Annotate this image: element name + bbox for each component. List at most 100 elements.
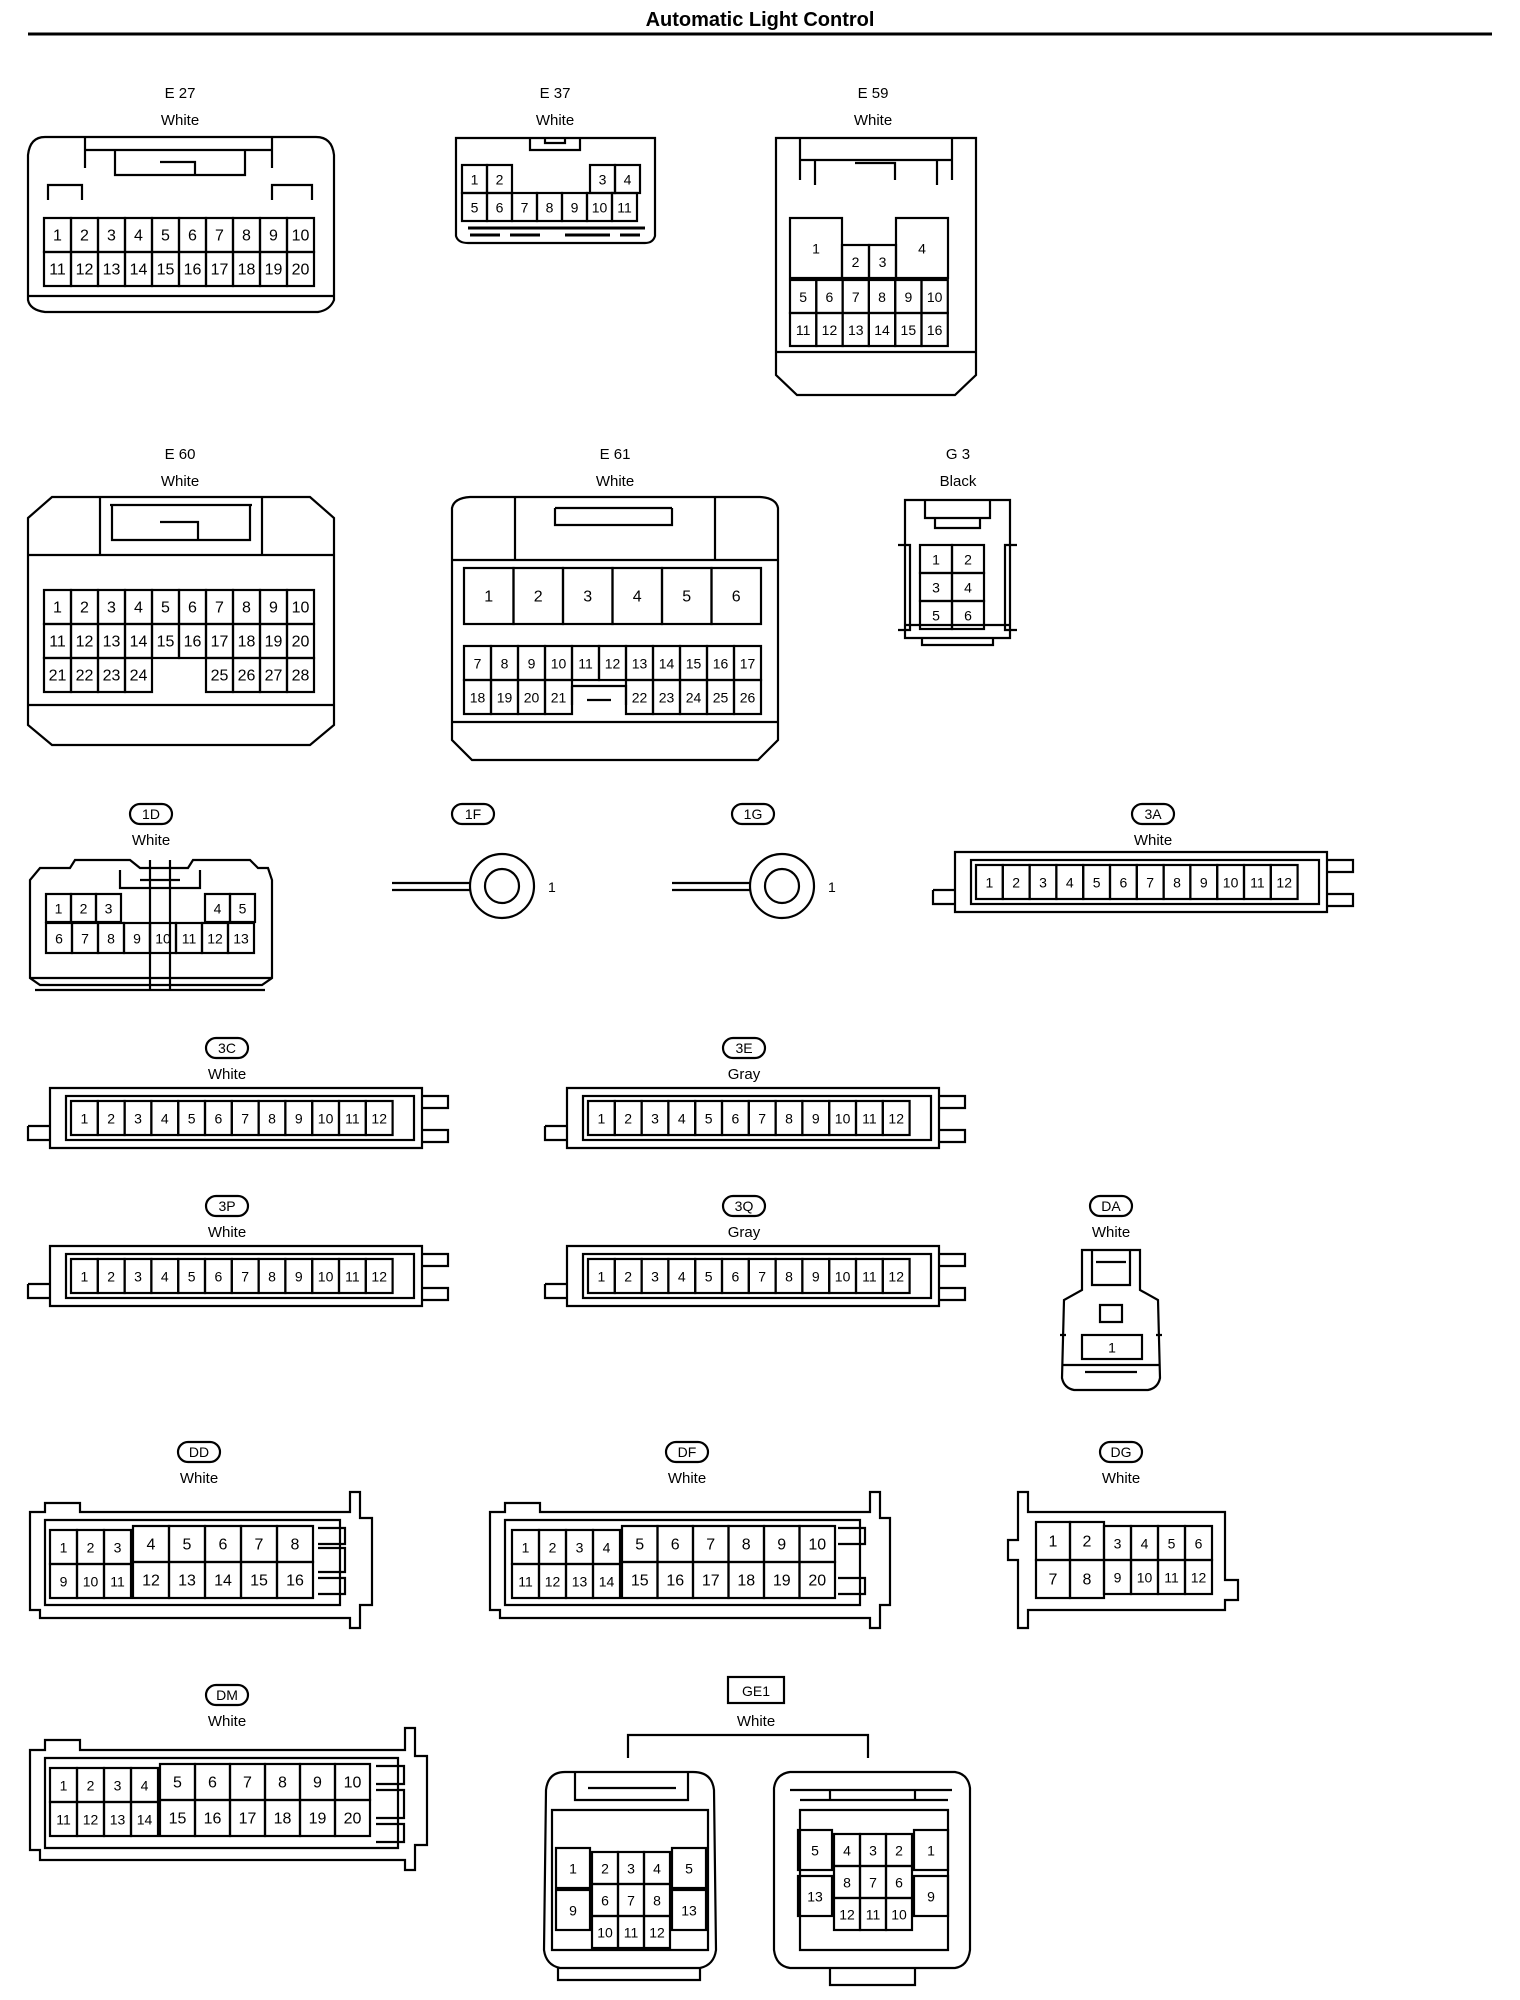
e59-pin-16: 16	[927, 322, 943, 338]
connector-g3-name: G 3	[946, 446, 970, 463]
connector-e60-latch	[28, 497, 334, 707]
connector-dd-housing	[28, 1490, 374, 1630]
connector-df-color: White	[668, 1470, 706, 1487]
3q-pin-9: 9	[812, 1269, 820, 1285]
e61-pin-26: 26	[740, 690, 756, 706]
ge1l-pin-12: 12	[649, 1925, 665, 1941]
ge1r-pin-10: 10	[891, 1907, 907, 1923]
3q-pin-8: 8	[785, 1269, 793, 1285]
connector-3a-housing	[931, 850, 1355, 914]
1d-pin-1: 1	[55, 901, 63, 917]
df-pin-20-cell	[798, 1560, 837, 1600]
3p-pin-6: 6	[215, 1269, 223, 1285]
3e-pin-frame	[581, 1094, 933, 1142]
dm-pin-6: 6	[208, 1775, 217, 1792]
3q-pin-5: 5	[705, 1269, 713, 1285]
e61-pin-21: 21	[551, 690, 567, 706]
dd-pin-4: 4	[147, 1537, 156, 1554]
e61-pin-26-cell	[732, 678, 763, 716]
3a-pin-frame	[969, 858, 1321, 906]
1d-pin-11: 11	[182, 931, 197, 947]
dg-pin-5: 5	[1168, 1536, 1176, 1552]
connector-dm-housing	[28, 1726, 429, 1872]
e27-pin-5: 5	[161, 228, 170, 245]
connector-1f-ring-hole	[483, 867, 521, 905]
e59-pin-9: 9	[904, 289, 912, 305]
dd-pin-15: 15	[250, 1573, 268, 1590]
connector-e60-housing	[26, 495, 336, 747]
3c-pin-3: 3	[134, 1111, 142, 1127]
3e-pin-4: 4	[678, 1111, 686, 1127]
connector-3q-name-pill	[721, 1194, 767, 1218]
e61-pin-2: 2	[534, 589, 543, 606]
ge1l-pin-12-cell	[642, 1914, 672, 1950]
e37-pin-6: 6	[496, 200, 504, 216]
3p-right-tabs	[422, 1252, 450, 1302]
dm-pin-20-cell	[333, 1798, 372, 1838]
3c-pin-12: 12	[371, 1111, 387, 1127]
3q-pin-1: 1	[598, 1269, 606, 1285]
connector-ge1-bracket	[626, 1733, 870, 1758]
3p-pin-10: 10	[318, 1269, 334, 1285]
dd-pin-6: 6	[219, 1537, 228, 1554]
1d-pin-4: 4	[214, 901, 222, 917]
dm-pin-20: 20	[344, 1811, 362, 1828]
ge1r-pin-1-cell	[912, 1828, 950, 1872]
e60-pin-14: 14	[130, 634, 148, 651]
connector-3p-color: White	[208, 1224, 246, 1241]
e61-pin-3: 3	[583, 589, 592, 606]
e59-pin-2: 2	[852, 254, 860, 270]
e61-key-slot	[570, 684, 628, 705]
dg-pin-6: 6	[1195, 1536, 1203, 1552]
dg-pin-8: 8	[1083, 1572, 1092, 1589]
e37-pin-2: 2	[496, 172, 504, 188]
3a-pin-2: 2	[1012, 875, 1020, 891]
df-pin-3: 3	[576, 1540, 584, 1556]
e27-pin-15: 15	[157, 262, 175, 279]
g3-pin-1: 1	[932, 552, 940, 568]
e37-pin-11-cell	[610, 191, 639, 223]
connector-1g-name-pill	[730, 802, 776, 826]
df-pin-10: 10	[808, 1537, 826, 1554]
connector-1g: 1G 1	[672, 802, 836, 920]
ge1r-pin-5: 5	[811, 1843, 819, 1859]
ge1l-pin-11: 11	[624, 1925, 639, 1941]
e61-pin-11: 11	[578, 656, 593, 672]
connector-e37-color: White	[536, 112, 574, 129]
3p-left-tab	[26, 1282, 50, 1300]
dm-pin-2: 2	[87, 1778, 95, 1794]
dd-pin-3: 3	[114, 1540, 122, 1556]
e27-pin-10: 10	[292, 228, 310, 245]
connector-dg-name: DG	[1111, 1444, 1132, 1460]
df-pin-7: 7	[706, 1537, 715, 1554]
e37-pin-9: 9	[571, 200, 579, 216]
connector-e27-color: White	[161, 112, 199, 129]
connector-da-pins: 1	[1080, 1333, 1144, 1361]
df-pin-5: 5	[635, 1537, 644, 1554]
dd-pin-9: 9	[60, 1574, 68, 1590]
df-pin-11: 11	[518, 1574, 533, 1590]
3a-pin-12: 12	[1276, 875, 1292, 891]
3c-pin-12-cell	[364, 1099, 394, 1137]
3q-pin-2: 2	[624, 1269, 632, 1285]
connector-df-latch	[503, 1518, 867, 1607]
dm-pin-13: 13	[110, 1812, 126, 1828]
connector-dm-latch	[43, 1756, 406, 1850]
e27-pin-7: 7	[215, 228, 224, 245]
e59-pin-11: 11	[796, 322, 811, 338]
e37-pin-1: 1	[471, 172, 479, 188]
3c-pin-10: 10	[318, 1111, 334, 1127]
connector-e61-color: White	[596, 473, 634, 490]
